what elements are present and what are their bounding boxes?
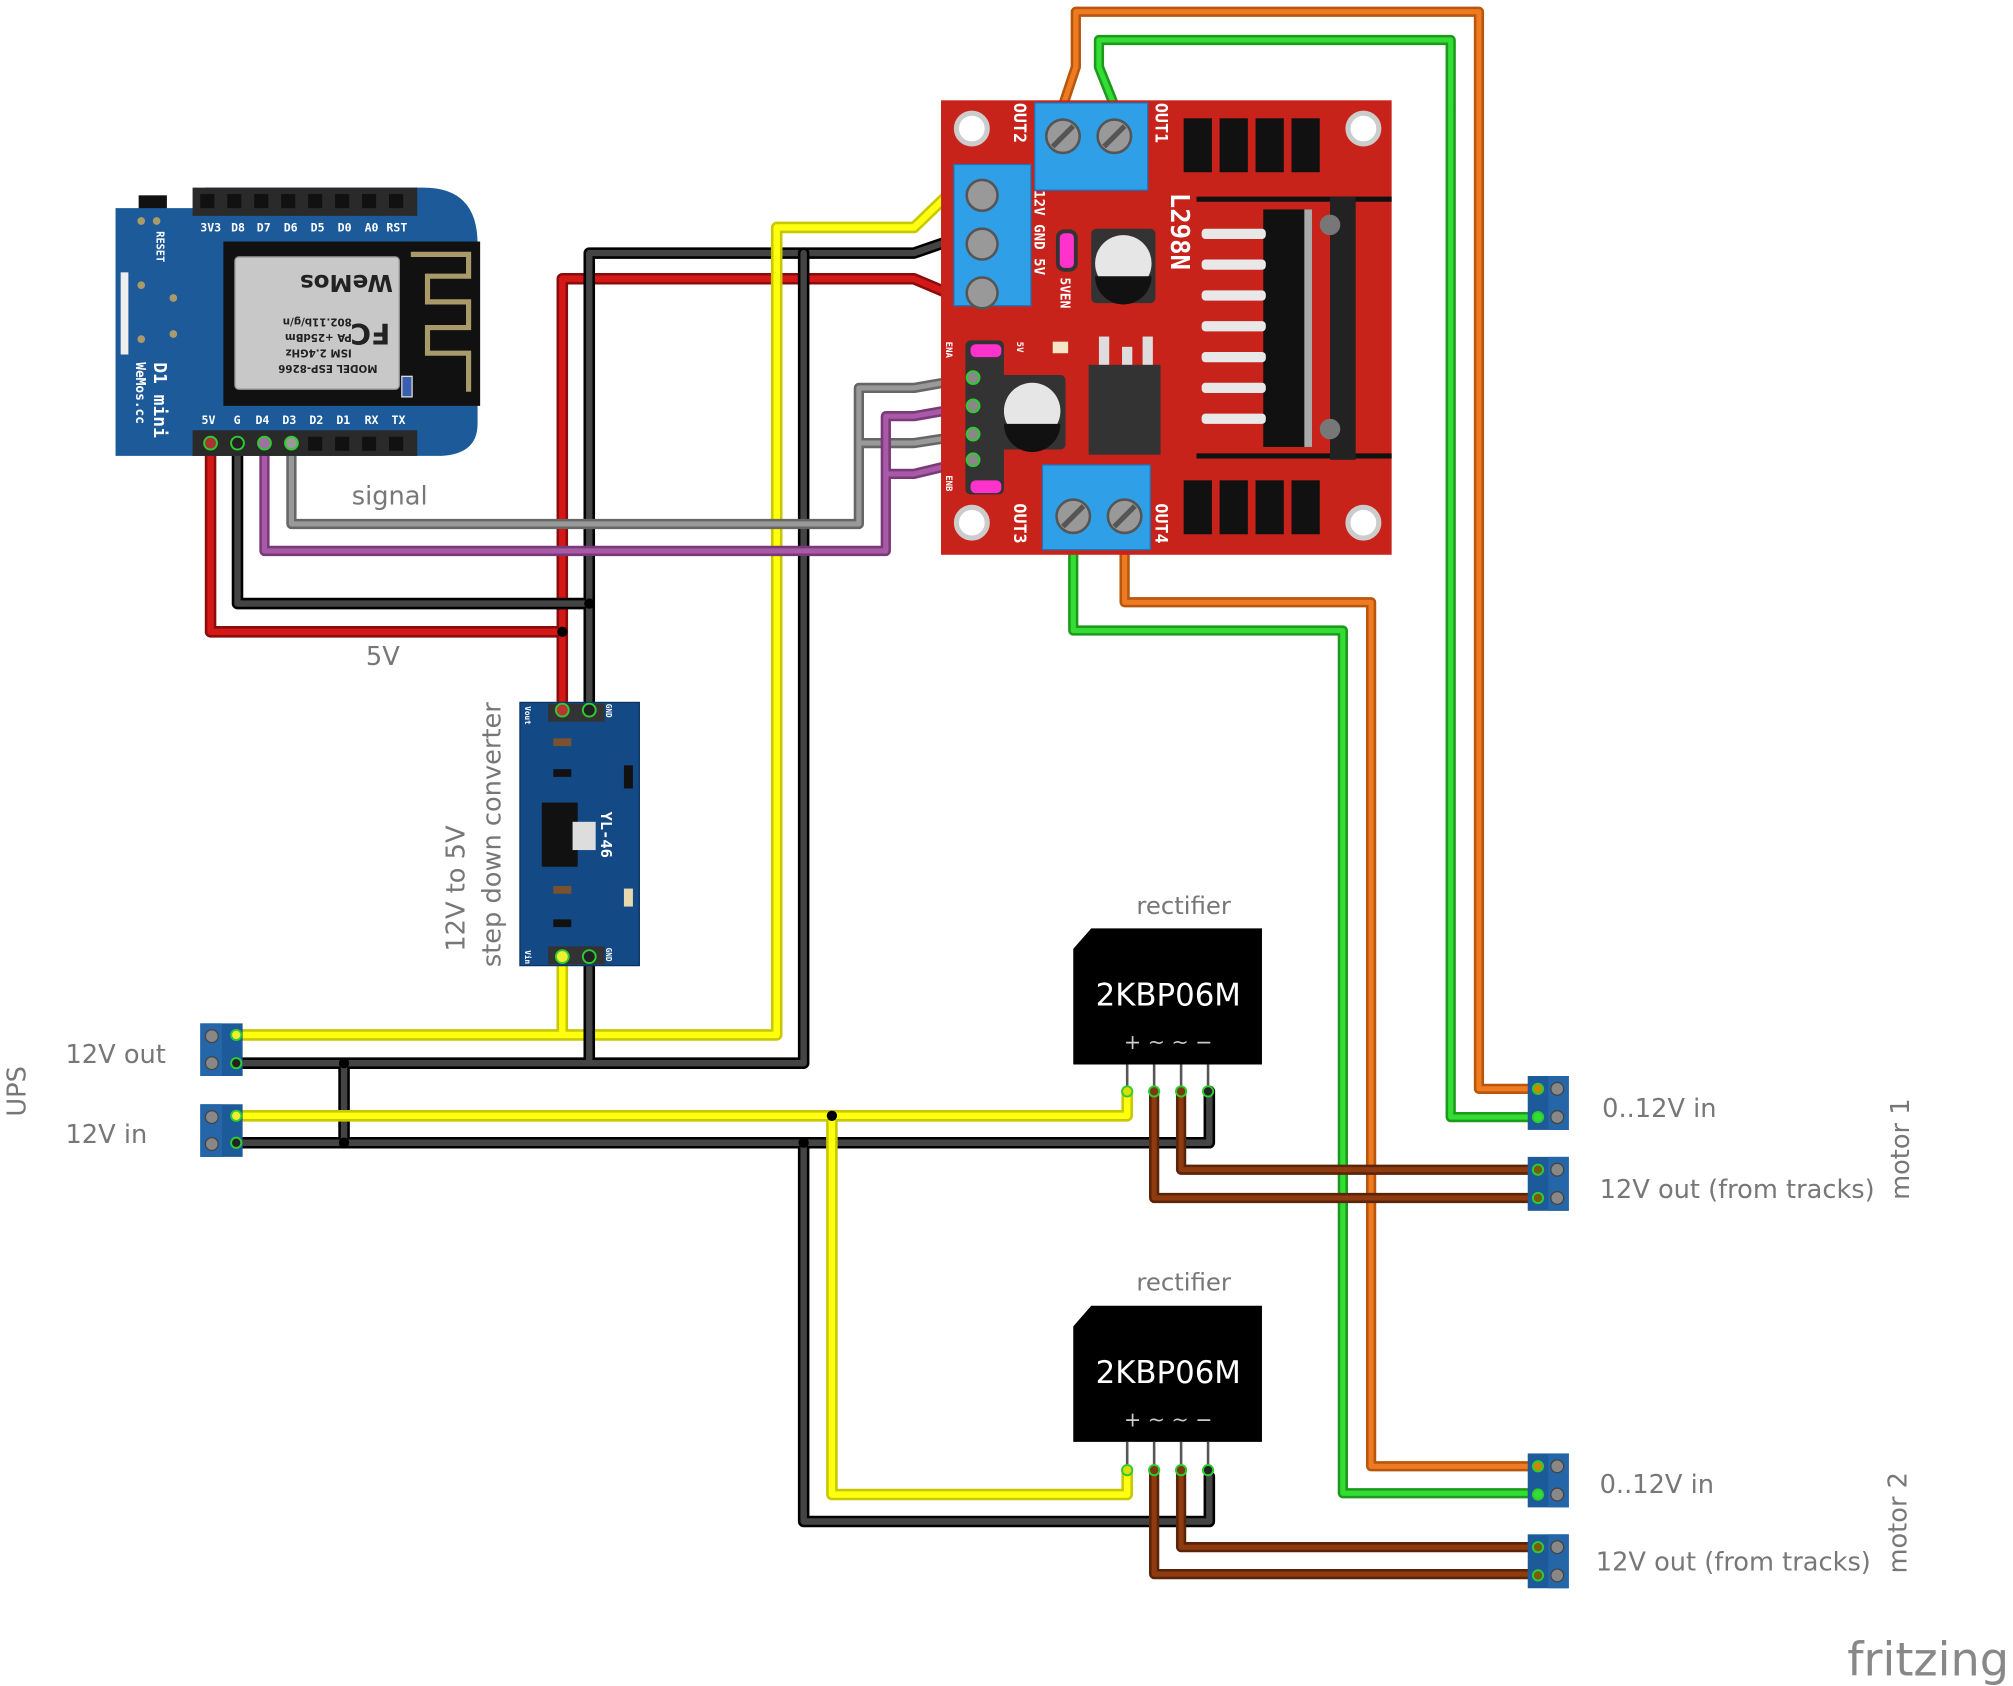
wire-brown-rect2-core: [1151, 1467, 1544, 1577]
pin-label: D2: [309, 413, 323, 427]
module-pa-text: PA +25dBm: [285, 331, 352, 343]
l298n-chip-heatsink: [1196, 196, 1392, 460]
motor2-in-label: 0..12V in: [1600, 1470, 1714, 1500]
vout-label: Vout: [523, 706, 532, 725]
wire-yellow-rectifier[interactable]: [230, 1085, 1133, 1501]
diodes: [1183, 118, 1320, 535]
converter-label-line1: 12V to 5V: [442, 825, 472, 952]
converter-model: YL-46: [597, 812, 615, 858]
rectifier-pins: + ~ ~ −: [1124, 1407, 1212, 1431]
rectifier-2[interactable]: 2KBP06M + ~ ~ −: [1073, 1305, 1262, 1477]
pin-label: RX: [365, 413, 379, 427]
enb-label: ENB: [943, 475, 953, 492]
pin-label: D1: [336, 413, 350, 427]
ena-label: ENA: [943, 342, 953, 359]
ups-terminal-out[interactable]: [200, 1023, 243, 1077]
module-wifi-text: 802.11b/g/n: [283, 316, 352, 328]
power-terminal-label: 12V GND 5V: [1031, 190, 1047, 275]
out3-label: OUT3: [1010, 503, 1029, 543]
motor1-label: motor 1: [1886, 1098, 1916, 1199]
usb-port: [120, 272, 129, 355]
wire-red-5v-core: [207, 275, 951, 716]
pin-label: D6: [284, 220, 298, 234]
board-site: WeMos.cc: [132, 362, 147, 424]
motor2-label: motor 2: [1883, 1472, 1913, 1573]
5ven-label: 5VEN: [1056, 277, 1071, 308]
gnd-label: GND: [604, 948, 613, 962]
antenna-trace: [410, 251, 472, 392]
pin-label: D0: [338, 220, 352, 234]
chip-label: L298N: [1164, 193, 1194, 270]
pin-label: D5: [311, 220, 325, 234]
input-pin-header[interactable]: [965, 340, 1004, 495]
l298n-motor-driver[interactable]: OUT2 OUT1 12V GND 5V 5VEN L298N: [941, 100, 1392, 555]
wemos-d1-mini[interactable]: 3V3 D8 D7 D6 D5 D0 A0 RST MODEL ESP-8266…: [115, 187, 481, 456]
wire-yellow-12v-core: [233, 192, 951, 1039]
pin-label: D8: [231, 220, 245, 234]
module-brand-text: WeMos: [300, 269, 393, 295]
rectifier-pins: + ~ ~ −: [1124, 1030, 1212, 1054]
out4-label: OUT4: [1151, 503, 1170, 543]
pin-label: RST: [386, 220, 407, 234]
wire-junctions: [338, 598, 838, 1148]
signal-label: signal: [352, 482, 428, 512]
pin-label: D4: [255, 413, 269, 427]
pin-label: TX: [392, 413, 406, 427]
rectifier-2-label: rectifier: [1136, 1267, 1232, 1296]
board-name: D1 mini: [149, 362, 170, 438]
rectifier-1[interactable]: 2KBP06M + ~ ~ −: [1073, 928, 1262, 1098]
wire-black-gnd-core: [234, 238, 951, 716]
wires: [204, 6, 1546, 1580]
pin-label: G: [234, 413, 241, 427]
converter-label-line2: step down converter: [478, 702, 508, 967]
pin-label: 5V: [202, 413, 216, 427]
module-ism-text: ISM 2.4GHz: [286, 346, 352, 358]
motor2-out-label: 12V out (from tracks): [1596, 1547, 1871, 1577]
pin-label: D7: [257, 220, 271, 234]
reset-label: RESET: [154, 231, 166, 262]
pin-label: D3: [282, 413, 296, 427]
step-down-converter[interactable]: YL-46 Vout Vin GND GND: [519, 701, 640, 967]
motor1-output-terminal[interactable]: [1527, 1156, 1569, 1211]
motor1-out-label: 12V out (from tracks): [1600, 1175, 1875, 1205]
jumper-5v-label: 5V: [1014, 342, 1024, 353]
wire-orange-motor2-core: [1122, 547, 1544, 1469]
out2-label: OUT2: [1010, 103, 1029, 143]
wire-green-motor2-core: [1070, 547, 1544, 1496]
ups-out-label: 12V out: [65, 1040, 165, 1070]
rectifier-part-number: 2KBP06M: [1096, 977, 1241, 1013]
out1-label: OUT1: [1151, 103, 1170, 143]
wire-brown-rect1-core: [1151, 1088, 1544, 1201]
motor1-input-terminal[interactable]: [1527, 1076, 1569, 1130]
fritzing-logo: fritzing: [1847, 1633, 2009, 1686]
5v-label: 5V: [366, 642, 400, 672]
wire-green-motor1-core: [1096, 37, 1544, 1120]
pin-label: A0: [365, 220, 379, 234]
gnd-label: GND: [604, 704, 613, 718]
motor2-input-terminal[interactable]: [1527, 1453, 1569, 1508]
ups-label: UPS: [3, 1066, 33, 1117]
fcc-logo-icon: FC: [350, 317, 390, 350]
vin-label: Vin: [523, 950, 532, 964]
wire-black-12v-gnd-core: [233, 249, 1213, 1525]
ups-terminal-in[interactable]: [200, 1104, 243, 1157]
wire-yellow-rectifier-core: [233, 1088, 1131, 1498]
rectifier-1-label: rectifier: [1136, 891, 1232, 920]
ups-in-label: 12V in: [65, 1120, 147, 1150]
module-model-text: MODEL ESP-8266: [278, 362, 377, 374]
pin-label: 3V3: [200, 220, 221, 234]
wire-orange-motor1-core: [1060, 9, 1544, 1092]
motor1-in-label: 0..12V in: [1602, 1094, 1716, 1124]
motor2-output-terminal[interactable]: [1527, 1534, 1569, 1589]
rectifier-part-number: 2KBP06M: [1096, 1355, 1241, 1391]
